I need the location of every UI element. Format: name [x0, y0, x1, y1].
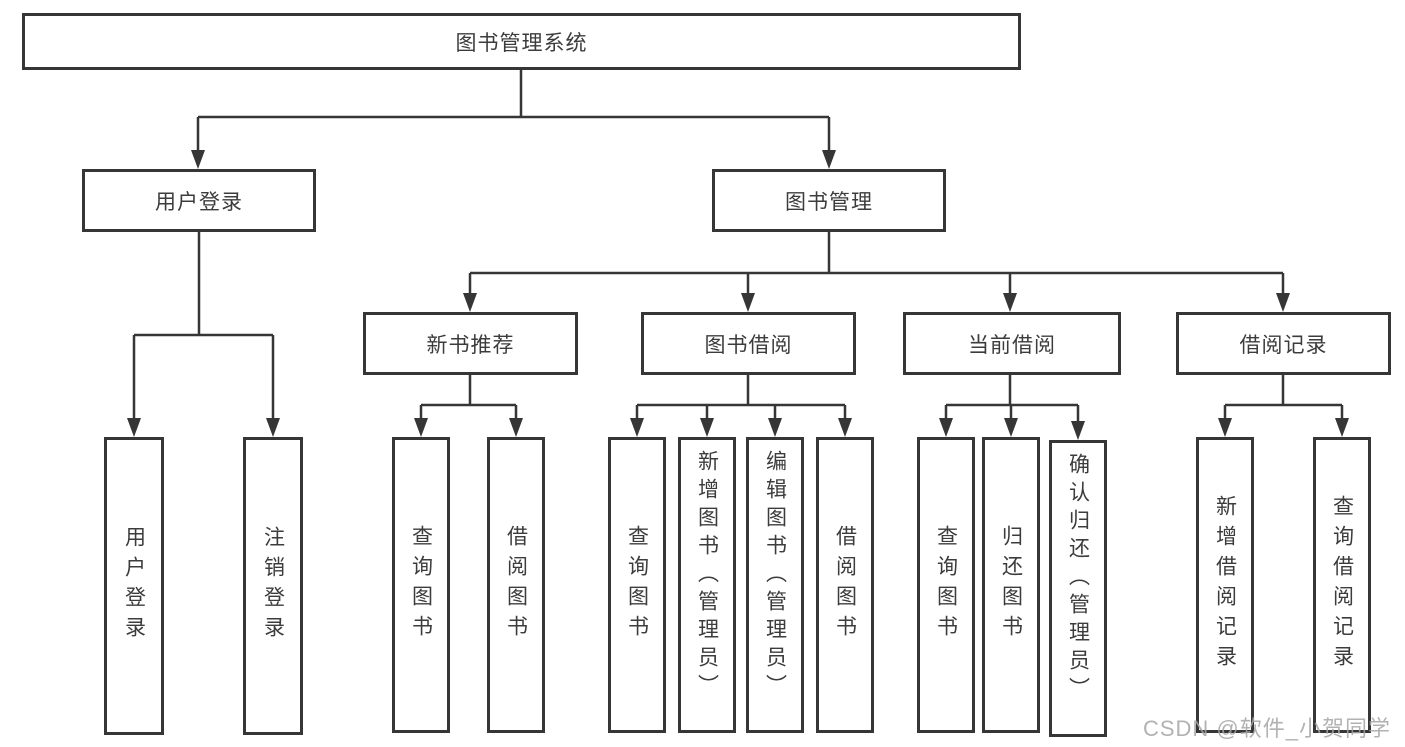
leaf-return-books: 归还图书	[982, 437, 1040, 733]
connector-book-borrow-branch	[635, 375, 847, 420]
leaf-borrow-books-1: 借阅图书	[487, 437, 545, 733]
node-label: 图书管理系统	[455, 31, 588, 55]
leaf-user-login: 用户登录	[104, 437, 164, 735]
connector-book-management-branch	[468, 232, 1285, 296]
node-label: 当前借阅	[968, 333, 1056, 357]
arrowhead-icon	[266, 418, 280, 437]
node-label: 注销登录	[261, 526, 285, 646]
arrowhead-icon	[630, 418, 644, 437]
arrowheads	[127, 150, 1349, 440]
arrowhead-icon	[1003, 293, 1017, 312]
connector-lines	[132, 69, 1344, 423]
arrowhead-icon	[1071, 421, 1085, 440]
leaf-add-books-admin: 新增图书（管理员）	[678, 437, 736, 733]
node-label: 新书推荐	[426, 333, 515, 357]
arrowhead-icon	[414, 418, 428, 437]
node-label: 借阅图书	[833, 525, 857, 645]
node-new-book-recommend: 新书推荐	[363, 312, 578, 375]
node-label: 归还图书	[999, 525, 1023, 645]
arrowhead-icon	[1335, 418, 1349, 437]
arrowhead-icon	[741, 293, 755, 312]
node-label: 用户登录	[155, 190, 243, 214]
connector-user-login-branch	[132, 232, 275, 420]
arrowhead-icon	[838, 418, 852, 437]
node-label: 图书借阅	[704, 333, 793, 357]
arrowhead-icon	[939, 418, 953, 437]
leaf-query-books-1: 查询图书	[392, 437, 450, 733]
leaf-query-borrow-record: 查询借阅记录	[1313, 437, 1371, 733]
connector-borrow-record-branch	[1223, 375, 1344, 420]
node-book-borrow: 图书借阅	[641, 312, 856, 375]
node-label: 新增图书（管理员）	[695, 450, 719, 702]
node-label: 编辑图书（管理员）	[763, 450, 787, 702]
node-label: 借阅记录	[1239, 333, 1328, 357]
arrowhead-icon	[127, 418, 141, 437]
node-label: 查询借阅记录	[1330, 495, 1354, 675]
leaf-edit-books-admin: 编辑图书（管理员）	[746, 437, 804, 733]
arrowhead-icon	[822, 150, 836, 169]
node-label: 查询图书	[409, 525, 433, 645]
leaf-borrow-books-2: 借阅图书	[816, 437, 874, 733]
node-book-management: 图书管理	[712, 169, 946, 232]
node-label: 新增借阅记录	[1213, 495, 1237, 675]
connector-current-borrow-branch	[944, 375, 1080, 423]
node-label: 借阅图书	[504, 525, 528, 645]
node-label: 查询图书	[625, 525, 649, 645]
node-label: 用户登录	[122, 526, 146, 646]
node-label: 图书管理	[785, 190, 873, 214]
connector-new-book-branch	[419, 375, 518, 420]
leaf-logout: 注销登录	[243, 437, 303, 735]
leaf-confirm-return-admin: 确认归还（管理员）	[1049, 440, 1107, 737]
node-label: 查询图书	[934, 525, 958, 645]
arrowhead-icon	[1004, 418, 1018, 437]
arrowhead-icon	[1218, 418, 1232, 437]
node-label: 确认归还（管理员）	[1066, 453, 1090, 705]
node-borrow-record: 借阅记录	[1176, 312, 1391, 375]
arrowhead-icon	[768, 418, 782, 437]
node-current-borrow: 当前借阅	[903, 312, 1121, 375]
arrowhead-icon	[700, 418, 714, 437]
leaf-add-borrow-record: 新增借阅记录	[1196, 437, 1254, 733]
connector-root-to-level1	[196, 69, 831, 152]
node-root-system: 图书管理系统	[22, 13, 1021, 70]
leaf-query-books-3: 查询图书	[917, 437, 975, 733]
leaf-query-books-2: 查询图书	[608, 437, 666, 733]
arrowhead-icon	[463, 293, 477, 312]
arrowhead-icon	[191, 150, 205, 169]
arrowhead-icon	[1276, 293, 1290, 312]
arrowhead-icon	[509, 418, 523, 437]
node-user-login: 用户登录	[82, 169, 316, 232]
csdn-watermark: CSDN @软件_小贺同学	[1142, 716, 1391, 741]
